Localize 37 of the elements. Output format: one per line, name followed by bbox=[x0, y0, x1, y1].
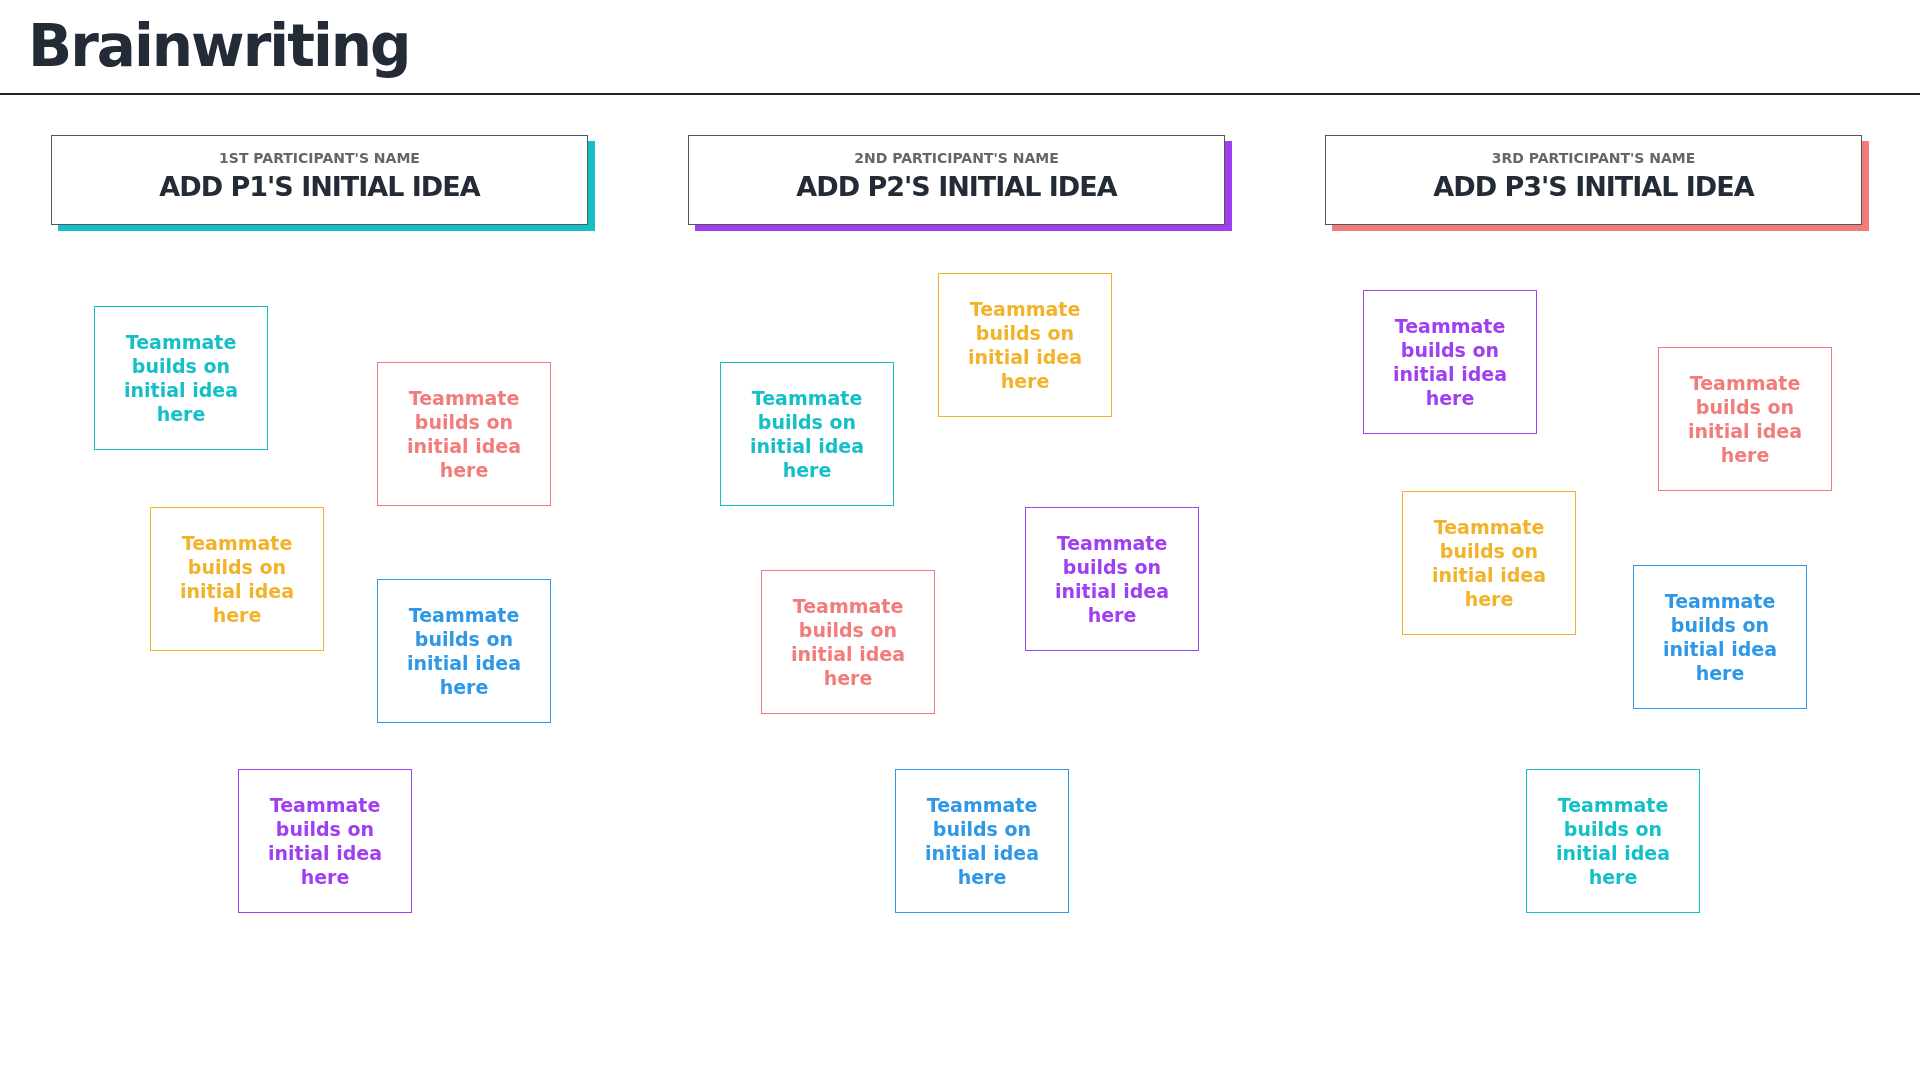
note-text: Teammate builds on initial idea here bbox=[1662, 589, 1778, 685]
participant-name-label: 3RD PARTICIPANT'S NAME bbox=[1491, 150, 1696, 166]
sticky-note bbox=[1363, 290, 1537, 434]
note-text: Teammate builds on initial idea here bbox=[406, 603, 522, 699]
sticky-note bbox=[761, 570, 935, 714]
sticky-note bbox=[1402, 491, 1576, 635]
sticky-note bbox=[94, 306, 268, 450]
sticky-note bbox=[895, 769, 1069, 913]
note-text: Teammate builds on initial idea here bbox=[1431, 515, 1547, 611]
sticky-note bbox=[238, 769, 412, 913]
sticky-note bbox=[938, 273, 1112, 417]
note-text: Teammate builds on initial idea here bbox=[749, 386, 865, 482]
note-text: Teammate builds on initial idea here bbox=[967, 297, 1083, 393]
note-text: Teammate builds on initial idea here bbox=[179, 531, 295, 627]
note-text: Teammate builds on initial idea here bbox=[924, 793, 1040, 889]
sticky-note bbox=[377, 362, 551, 506]
note-text: Teammate builds on initial idea here bbox=[1054, 531, 1170, 627]
note-text: Teammate builds on initial idea here bbox=[267, 793, 383, 889]
note-text: Teammate builds on initial idea here bbox=[790, 594, 906, 690]
participant-name-label: 1ST PARTICIPANT'S NAME bbox=[219, 150, 420, 166]
initial-idea-heading: ADD P1'S INITIAL IDEA bbox=[159, 171, 480, 202]
sticky-note bbox=[1526, 769, 1700, 913]
sticky-note bbox=[377, 579, 551, 723]
note-text: Teammate builds on initial idea here bbox=[1392, 314, 1508, 410]
initial-idea-heading: ADD P3'S INITIAL IDEA bbox=[1433, 171, 1754, 202]
note-text: Teammate builds on initial idea here bbox=[1555, 793, 1671, 889]
sticky-note bbox=[1658, 347, 1832, 491]
sticky-note bbox=[1025, 507, 1199, 651]
page-title: Brainwriting bbox=[28, 12, 410, 80]
note-text: Teammate builds on initial idea here bbox=[1687, 371, 1803, 467]
sticky-note bbox=[150, 507, 324, 651]
sticky-note bbox=[720, 362, 894, 506]
note-text: Teammate builds on initial idea here bbox=[406, 386, 522, 482]
initial-idea-heading: ADD P2'S INITIAL IDEA bbox=[796, 171, 1117, 202]
sticky-note bbox=[1633, 565, 1807, 709]
note-text: Teammate builds on initial idea here bbox=[123, 330, 239, 426]
participant-name-label: 2ND PARTICIPANT'S NAME bbox=[854, 150, 1059, 166]
